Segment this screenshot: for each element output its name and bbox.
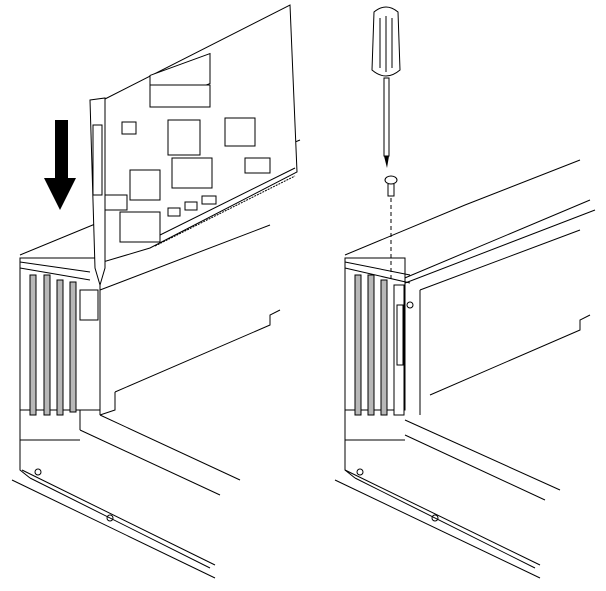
slot-covers <box>19 261 91 416</box>
expansion-card <box>89 4 298 287</box>
left-panel-insert-card <box>11 4 301 579</box>
right-panel-secure-card <box>334 6 596 579</box>
slot-covers <box>344 261 411 416</box>
screw <box>384 175 398 197</box>
screwdriver-icon <box>371 6 401 168</box>
down-arrow-icon <box>44 120 76 210</box>
